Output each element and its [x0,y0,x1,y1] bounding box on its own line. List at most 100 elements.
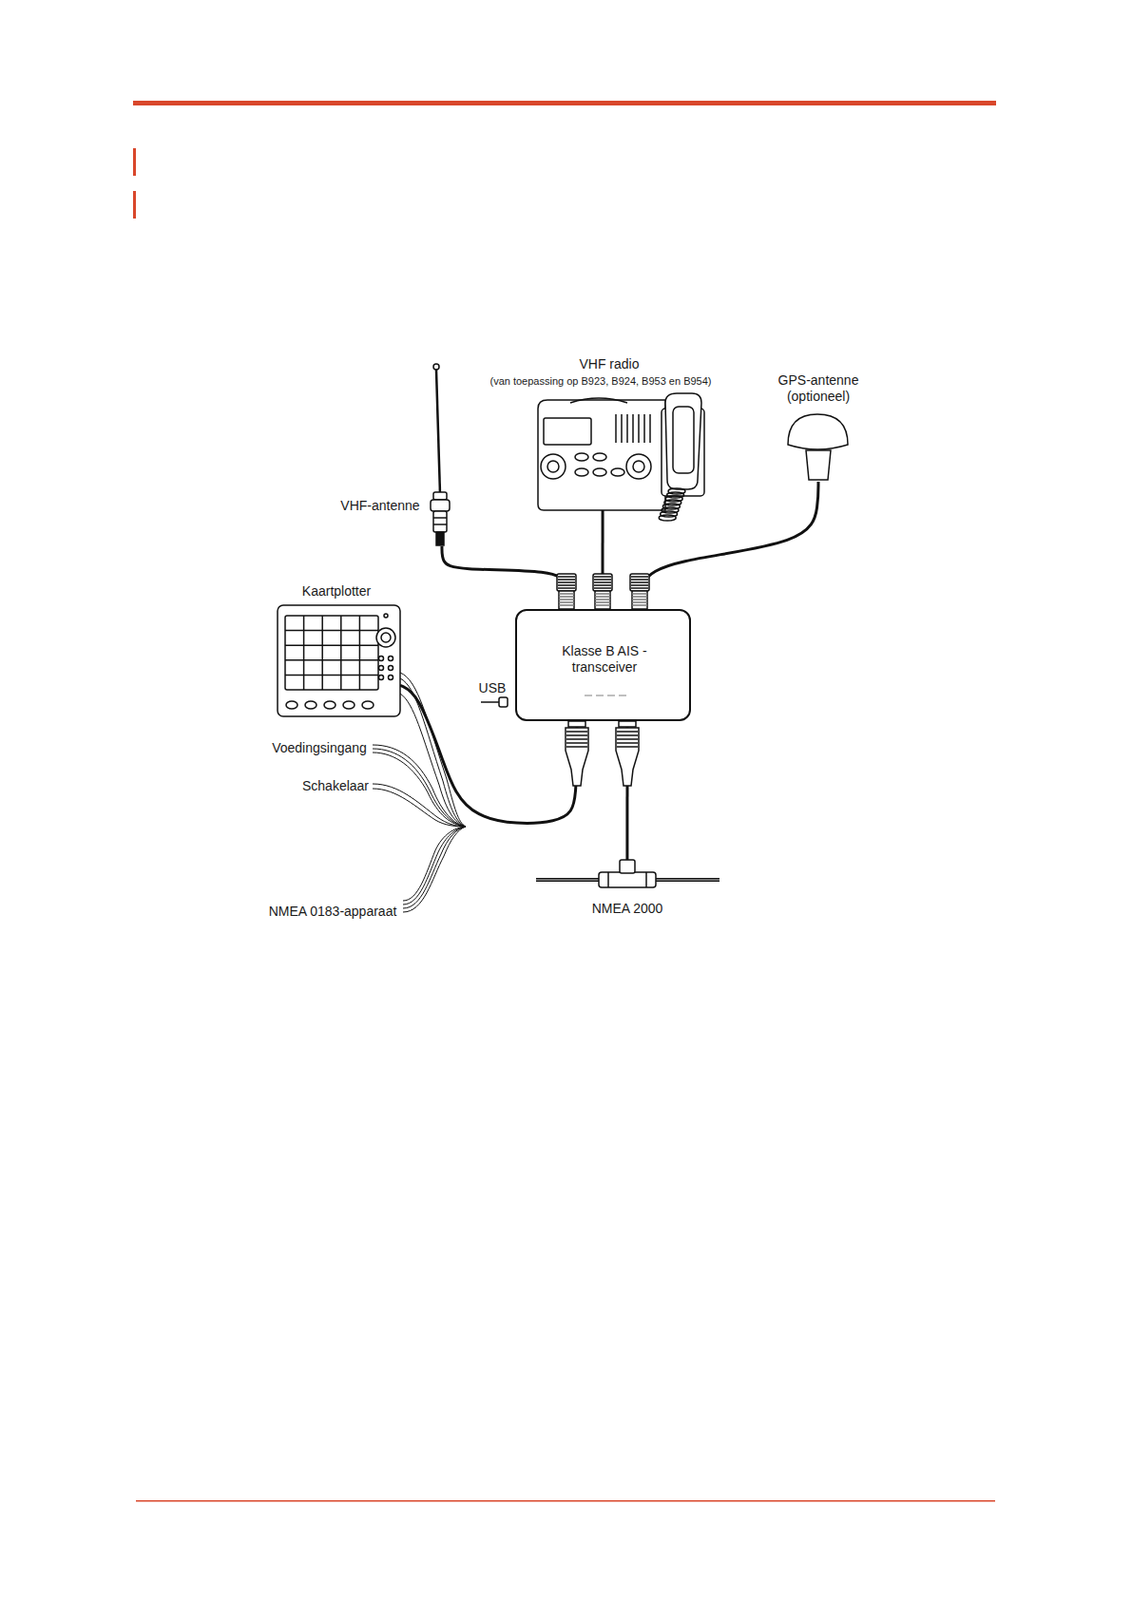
vhf-antenna-figure-part [433,523,447,526]
transceiver-details-part-part [632,598,648,601]
chartplotter-figure-part [381,633,391,643]
transceiver-details-part-part [618,721,636,728]
cable [400,685,577,824]
vhf-antenna-figure-part [436,369,441,495]
transceiver-details-part-part [631,575,649,578]
transceiver-details-part [556,574,650,787]
chartplotter-figure-part [286,701,298,710]
chartplotter-figure-part [383,613,388,618]
transceiver-details-part [607,694,615,697]
transceiver-details [480,574,650,787]
transceiver-details-part-part [594,578,612,581]
transceiver-details-part-part [594,601,611,604]
transceiver-details-part-part [616,746,638,749]
vhf-radio-figure-part [575,453,589,461]
chartplotter-figure-part [305,701,317,710]
transceiver-details-part-part [566,730,588,733]
vhf-antenna-figure [430,364,450,546]
chartplotter-figure-part [362,701,374,710]
cable [639,481,819,610]
device-label: VHF radio [578,356,639,373]
port-label: USB [479,680,507,697]
device-figure: VHF-antenne [422,365,457,547]
chartplotter-figure-part [285,615,379,691]
gps-antenna-figure-part [787,414,848,450]
vhf-radio-figure-part-part [637,414,640,443]
transceiver-details-part-part [632,601,648,604]
device-label: VHF-antenne [340,498,420,515]
vhf-radio-figure-part-part [643,414,646,443]
harness-wires-part [402,826,466,909]
transceiver-details-part-part [615,728,639,787]
vhf-radio-figure-part [543,418,592,445]
harness-wires-part [400,678,466,827]
transceiver-details-part-part [632,604,648,607]
transceiver-details-part-part [616,734,638,737]
chartplotter-figure-part-part [285,674,379,677]
transceiver-details-part-part [594,595,611,598]
transceiver-details-part-part [631,587,649,590]
device-figure: NMEA 2000 [536,860,720,922]
nmea2000-bus [536,860,720,888]
transceiver-details-part-part [616,730,638,733]
vhf-radio-figure-part-part [614,414,617,443]
transceiver-details-part-part [594,581,612,584]
page-rules [133,100,997,1503]
transceiver-details-part [595,694,604,697]
chartplotter-figure-part-part [303,615,306,691]
vhf-radio-figure-part [658,488,686,521]
transceiver-details-part-part [558,598,575,601]
page-rules-part [133,148,136,176]
nmea2000-bus-part [607,872,610,888]
port-label: Schakelaar [302,778,369,795]
harness-wires-part [372,752,466,827]
transceiver-details-part-part [566,738,588,741]
vhf-radio-figure-part-part [632,414,634,443]
harness-wires-part [400,672,466,827]
page-rules-part [133,100,997,106]
vhf-radio-figure-part [593,453,607,461]
port-label: NMEA 0183-apparaat [268,903,398,921]
vhf-antenna-figure-part [430,499,450,512]
nmea2000-bus-part [598,872,656,888]
chartplotter-figure-part [379,675,384,681]
chartplotter-figure-part [285,615,379,691]
transceiver-details-part-part [558,595,575,598]
vhf-radio-figure-part [575,468,589,477]
transceiver-details-part-part [566,734,588,737]
vhf-radio-figure-part [665,393,702,490]
harness-wires-part [400,693,466,827]
chartplotter-figure-part-part [321,615,324,691]
transceiver-details-part-part [557,584,576,587]
transceiver-details-part-part [556,574,576,592]
transceiver-details-part-part [632,593,648,595]
chartplotter-figure-part [324,701,336,710]
chartplotter-figure [277,605,401,717]
vhf-radio-figure-part [547,460,559,473]
transceiver-details-part-part [630,574,650,592]
vhf-radio-figure-part [615,414,651,443]
transceiver-details-part [584,694,593,697]
vhf-radio-figure-part [540,454,566,480]
harness-wires-part [402,826,466,913]
vhf-radio-figure-part [633,460,645,473]
vhf-antenna-figure-part [433,517,447,519]
page-rules-part [135,1500,996,1503]
transceiver-details-part-part [594,591,611,610]
port-label: Voedingsingang [271,740,367,757]
device-label: GPS-antenne (optioneel) [770,372,866,405]
harness-wires-part [372,748,466,827]
device-label: NMEA 2000 [592,901,664,918]
chartplotter-figure-part [388,675,394,681]
harness-wires-part [402,826,466,902]
gps-antenna-figure [787,414,848,480]
harness-wires-part [372,788,466,827]
chartplotter-figure-part-part [285,659,379,662]
nmea2000-bus-part [645,872,648,888]
transceiver-details-part-part [566,742,588,745]
transceiver-details-part-part [631,581,649,584]
transceiver-details-part-part [557,578,576,581]
transceiver-details-part-part [568,721,586,728]
